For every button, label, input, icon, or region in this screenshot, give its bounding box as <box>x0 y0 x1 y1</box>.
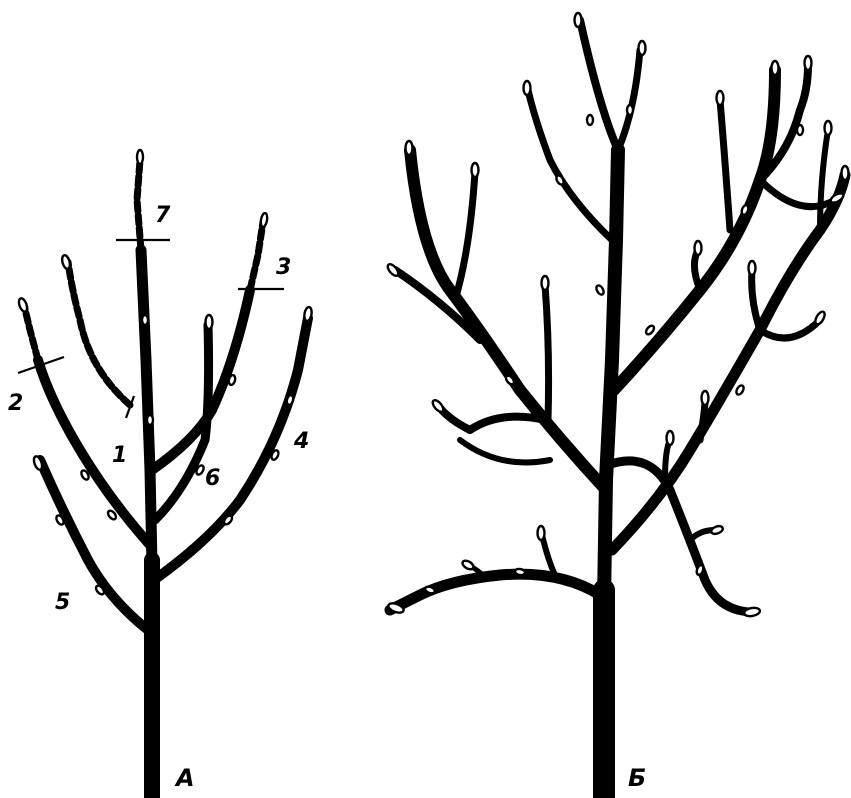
panel-label-a: А <box>174 764 195 792</box>
tree-b-branch-low-left-up <box>542 535 555 575</box>
tree-a-leader-top <box>137 160 141 250</box>
tree-a-leader <box>141 250 152 565</box>
tree-b-branch-top-left <box>528 90 612 240</box>
tree-a-branch-2 <box>38 360 150 545</box>
tree-a: 1 2 3 4 5 6 7 А <box>8 150 313 798</box>
branch-number-4: 4 <box>293 429 309 454</box>
tree-b-leader <box>604 150 618 600</box>
tree-b-leader-top <box>580 20 618 150</box>
tree-b: Б <box>386 13 849 798</box>
tree-a-branch-1 <box>68 262 130 405</box>
tree-a-branch-2-top <box>24 305 38 360</box>
tree-b-branch-right-low-3 <box>752 270 760 330</box>
panel-label-b: Б <box>628 764 646 792</box>
tree-a-branch-3-top <box>250 222 263 290</box>
branch-number-6: 6 <box>205 466 220 491</box>
tree-b-leader-top-2 <box>618 50 640 150</box>
branch-number-3: 3 <box>276 255 291 280</box>
tree-b-branch-left-6 <box>460 440 550 463</box>
branch-number-7: 7 <box>155 203 171 228</box>
tree-b-branch-right-3 <box>720 100 730 230</box>
tree-b-branch-left-5 <box>545 285 549 420</box>
branch-number-2: 2 <box>8 391 23 416</box>
tree-b-branch-left-4 <box>440 408 545 430</box>
tree-b-branch-left-3 <box>455 172 475 300</box>
tree-b-branch-low-left <box>390 574 600 610</box>
branch-number-5: 5 <box>55 590 70 615</box>
branch-number-1: 1 <box>112 443 127 468</box>
